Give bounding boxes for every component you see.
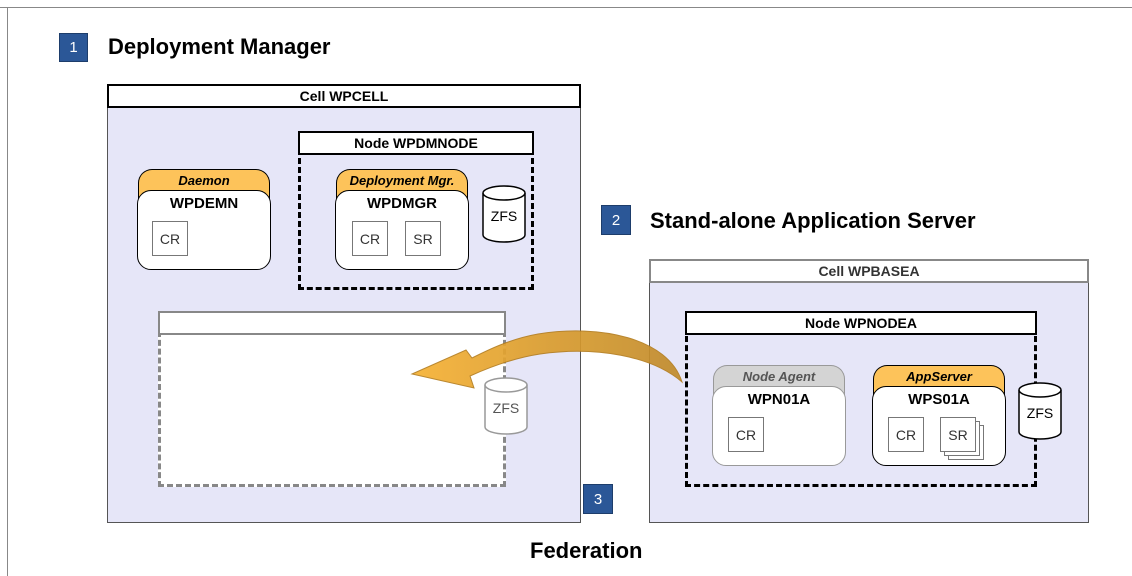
step2-badge: 2 (601, 205, 631, 235)
agent-cr-box: CR (728, 417, 764, 452)
appserver-name: WPS01A (908, 391, 970, 408)
empty-zfs-label: ZFS (492, 400, 520, 416)
frame-left-line (7, 7, 8, 576)
federation-arrow-icon (410, 330, 684, 389)
node-wpdmnode-title: Node WPDMNODE (298, 131, 534, 155)
frame-top-line (0, 7, 1132, 8)
agent-name: WPN01A (747, 391, 811, 408)
step2-title: Stand-alone Application Server (650, 208, 976, 233)
appserver-zfs-label: ZFS (1026, 405, 1054, 421)
daemon-name: WPDEMN (169, 195, 239, 212)
dmgr-cr-box: CR (352, 221, 388, 256)
step1-title: Deployment Manager (108, 34, 331, 59)
appserver-sr-box: SR (940, 417, 976, 452)
cell-right-title: Cell WPBASEA (649, 259, 1089, 283)
step1-badge: 1 (59, 33, 88, 62)
empty-node-title (158, 311, 506, 335)
dmgr-zfs-label: ZFS (490, 208, 518, 224)
dmgr-name: WPDMGR (367, 195, 437, 212)
daemon-cr-box: CR (152, 221, 188, 256)
zfs-cylinder-right-icon (1018, 382, 1062, 440)
zfs-cylinder-grey-icon (484, 377, 528, 435)
daemon-server (137, 190, 271, 270)
node-wpnodea-title: Node WPNODEA (685, 311, 1037, 335)
cell-left-title: Cell WPCELL (107, 84, 581, 108)
step3-title: Federation (530, 538, 643, 563)
appserver-cr-box: CR (888, 417, 924, 452)
step3-badge: 3 (583, 484, 613, 514)
dmgr-sr-box: SR (405, 221, 441, 256)
zfs-cylinder-icon (482, 185, 526, 243)
